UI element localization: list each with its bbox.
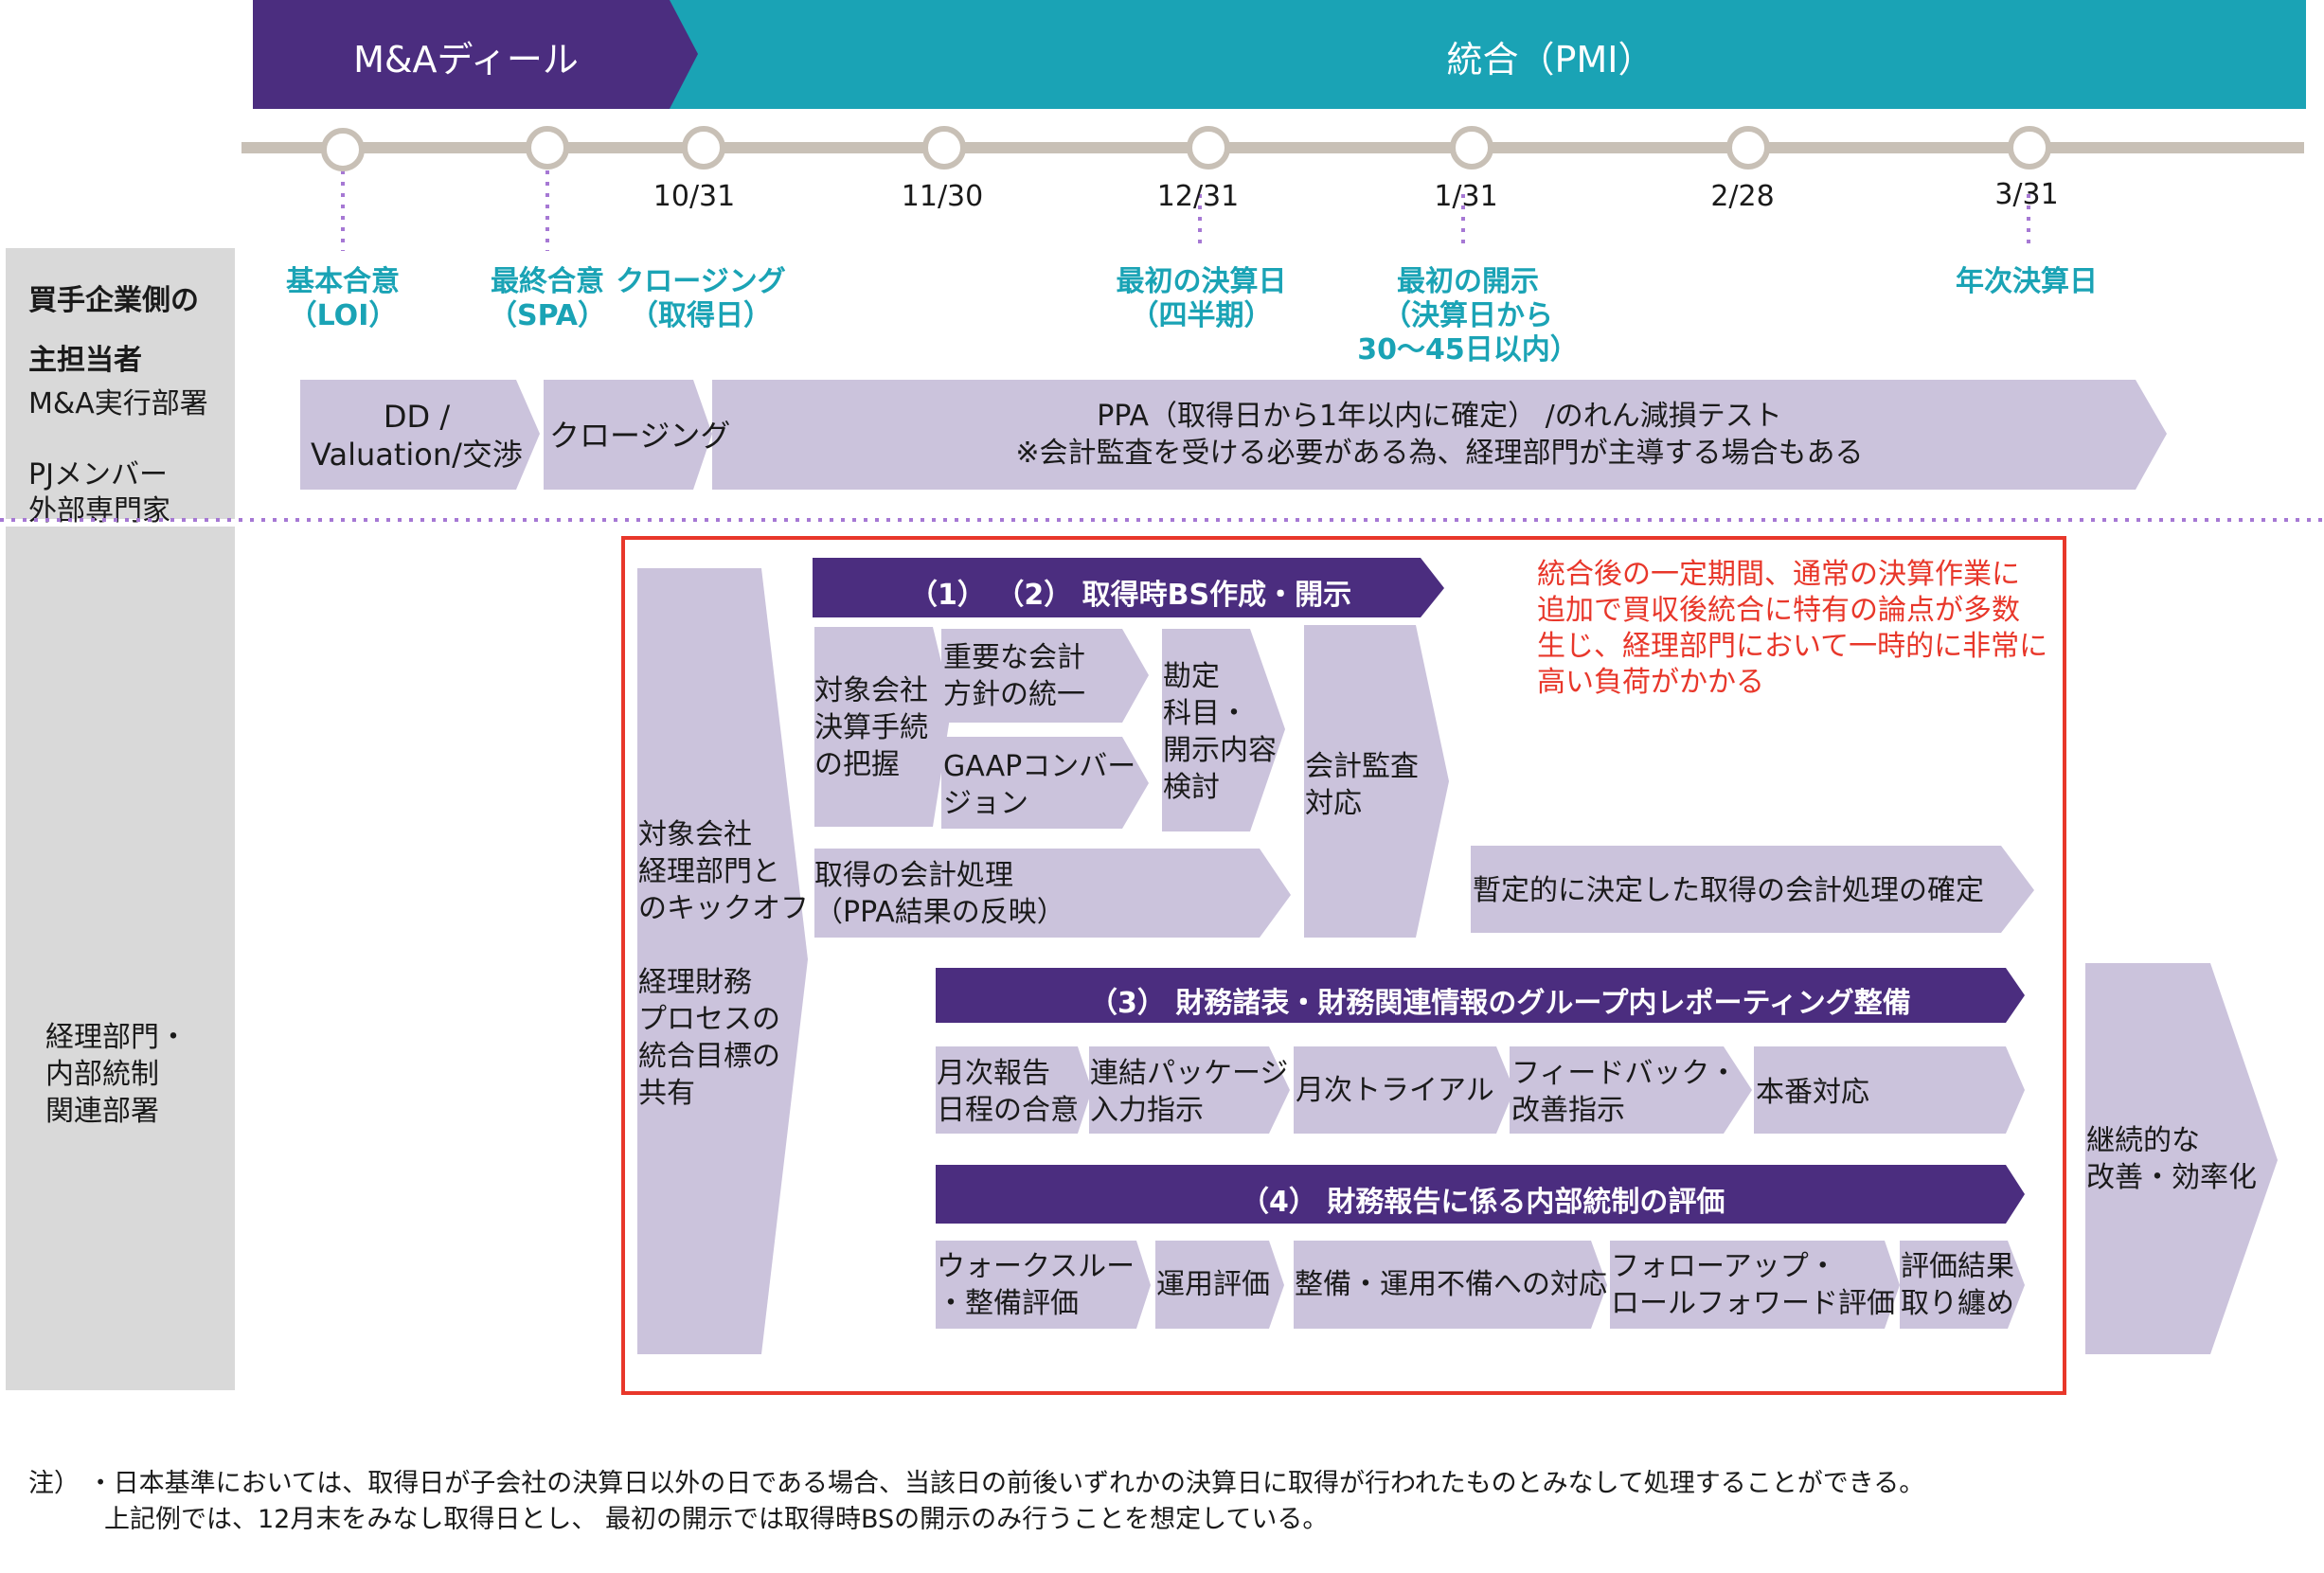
milestone-loi: 基本合意 （LOI） (286, 265, 400, 332)
footnote-line: 上記例では、12月末をみなし取得日とし、 最初の開示では取得時BSの開示のみ行う… (104, 1504, 1329, 1534)
grasp-arrow (814, 627, 952, 827)
acq-acct-arrow (814, 849, 1291, 938)
policy-arrow (941, 629, 1149, 723)
milestone-closing: クロージング （取得日） (616, 265, 786, 332)
s3-step-arrow (936, 1046, 1092, 1134)
s4-step-arrow (1155, 1241, 1284, 1329)
s3-step-label: 月次報告 日程の合意 (937, 1057, 1079, 1127)
milestone-spa: 最終合意 （SPA） (488, 265, 607, 332)
date-label: 10/31 (653, 180, 736, 213)
buyer-title: 買手企業側の 主担当者 (28, 284, 199, 377)
grasp-label: 対象会社 決算手続 の把握 (814, 674, 928, 781)
deal-phase-label: M&Aディール (353, 39, 579, 80)
audit-arrow (1304, 625, 1449, 938)
section4-header: （4） 財務報告に係る内部統制の評価 (1241, 1186, 1725, 1219)
milestone-circle-spa (526, 126, 569, 170)
kickoff-label: 対象会社 経理部門と のキックオフ 経理財務 プロセスの 統合目標の 共有 (638, 818, 809, 1110)
s3-step-arrow (1089, 1046, 1290, 1134)
audit-label: 会計監査 対応 (1305, 750, 1419, 820)
buyer-members: M&A実行部署 PJメンバー 外部専門家 (28, 387, 208, 527)
review-arrow (1162, 629, 1285, 831)
accounting-label: 経理部門・ 内部統制 関連部署 (45, 1021, 188, 1128)
arrow-shapes (300, 380, 2278, 1395)
footnote-text: 注） ・日本基準においては、取得日が子会社の決算日以外の日である場合、当該日の前… (28, 1466, 2301, 1538)
date-label: 12/31 (1156, 180, 1240, 213)
section4-header-arrow (936, 1165, 2025, 1224)
ppa-label: PPA（取得日から1年以内に確定） /のれん減損テスト ※会計監査を受ける必要が… (1015, 400, 1864, 470)
closing-label: クロージング (549, 418, 731, 454)
kickoff-arrow (637, 568, 808, 1354)
s3-step-arrow (1754, 1046, 2025, 1134)
review-label: 勘定 科目・ 開示内容 検討 (1163, 660, 1277, 804)
pmi-phase-label: 統合（PMI） (1446, 39, 1654, 80)
date-label: 3/31 (1994, 178, 2059, 211)
s3-step-label: 本番対応 (1756, 1076, 1869, 1109)
s3-step-arrow (1294, 1046, 1514, 1134)
milestone-circle-loi (321, 128, 365, 171)
milestone-first-disclosure: 最初の開示 （決算日から 30～45日以内） (1357, 265, 1579, 366)
phase-banner: M&Aディール 統合（PMI） (253, 0, 2306, 109)
timeline: 10/31 11/30 12/31 1/31 2/28 3/31 基本合意 （L… (0, 0, 2324, 379)
s3-step-label: フィードバック・ 改善指示 (1511, 1057, 1738, 1127)
s4-step-arrow (1900, 1241, 2025, 1329)
provisional-arrow (1471, 846, 2034, 933)
s4-step-arrow (1294, 1241, 1607, 1329)
footnote: 注） ・日本基準においては、取得日が子会社の決算日以外の日である場合、当該日の前… (28, 1430, 2301, 1573)
closing-arrow (544, 380, 712, 490)
milestone-annual-close: 年次決算日 (1956, 265, 2098, 298)
s4-step-label: 整備・運用不備への対応 (1295, 1268, 1607, 1301)
footnote-line: 注） ・日本基準においては、取得日が子会社の決算日以外の日である場合、当該日の前… (28, 1468, 1925, 1498)
section1-header-arrow (813, 558, 1444, 617)
dd-label: DD / Valuation/交渉 (311, 399, 523, 473)
s4-step-label: フォローアップ・ ロールフォワード評価 (1611, 1250, 1895, 1320)
dd-arrow (300, 380, 540, 490)
section1-header: （1） （2） 取得時BS作成・開示 (909, 579, 1352, 612)
section3-header: （3） 財務諸表・財務関連情報のグループ内レポーティング整備 (1089, 987, 1911, 1020)
s4-step-label: 運用評価 (1156, 1268, 1270, 1301)
milestone-circle-1231 (1187, 126, 1230, 170)
section3-header-arrow (936, 968, 2025, 1023)
s4-step-label: 評価結果 取り纏め (1901, 1250, 2014, 1320)
policy-label: 重要な会計 方針の統一 (943, 641, 1085, 711)
s4-step-arrow (1610, 1241, 1900, 1329)
s4-step-arrow (936, 1241, 1151, 1329)
s3-step-label: 月次トライアル (1296, 1074, 1494, 1107)
s4-step-label: ウォークスルー ・整備評価 (937, 1250, 1135, 1320)
separator-dotted (0, 518, 2324, 522)
buyer-panel (6, 248, 235, 519)
gaap-arrow (941, 737, 1149, 829)
milestone-circle-1031 (682, 126, 725, 170)
acq-acct-label: 取得の会計処理 （PPA結果の反映） (814, 859, 1065, 929)
ppa-arrow (712, 380, 2167, 490)
deal-phase-arrow (253, 0, 698, 109)
continuous-label: 継続的な 改善・効率化 (2086, 1124, 2257, 1194)
milestone-circle-1130 (922, 126, 966, 170)
accounting-panel (6, 527, 235, 1390)
milestone-circle-228 (1726, 126, 1770, 170)
continuous-arrow (2085, 963, 2278, 1354)
date-label: 2/28 (1710, 180, 1775, 213)
provisional-label: 暫定的に決定した取得の会計処理の確定 (1473, 874, 1984, 907)
milestone-circle-131 (1450, 126, 1493, 170)
s3-step-label: 連結パッケージ 入力指示 (1090, 1057, 1289, 1127)
timeline-line (241, 142, 2304, 153)
s3-step-arrow (1510, 1046, 1752, 1134)
pmi-focus-box (621, 536, 2066, 1395)
milestone-first-close: 最初の決算日 （四半期） (1116, 265, 1287, 332)
milestone-circle-331 (2008, 126, 2051, 170)
date-label: 11/30 (901, 180, 984, 213)
load-note: 統合後の一定期間、通常の決算作業に 追加で買収後統合に特有の論点が多数 生じ、経… (1537, 558, 2048, 700)
date-label: 1/31 (1434, 180, 1498, 213)
gaap-label: GAAPコンバー ジョン (943, 750, 1136, 820)
